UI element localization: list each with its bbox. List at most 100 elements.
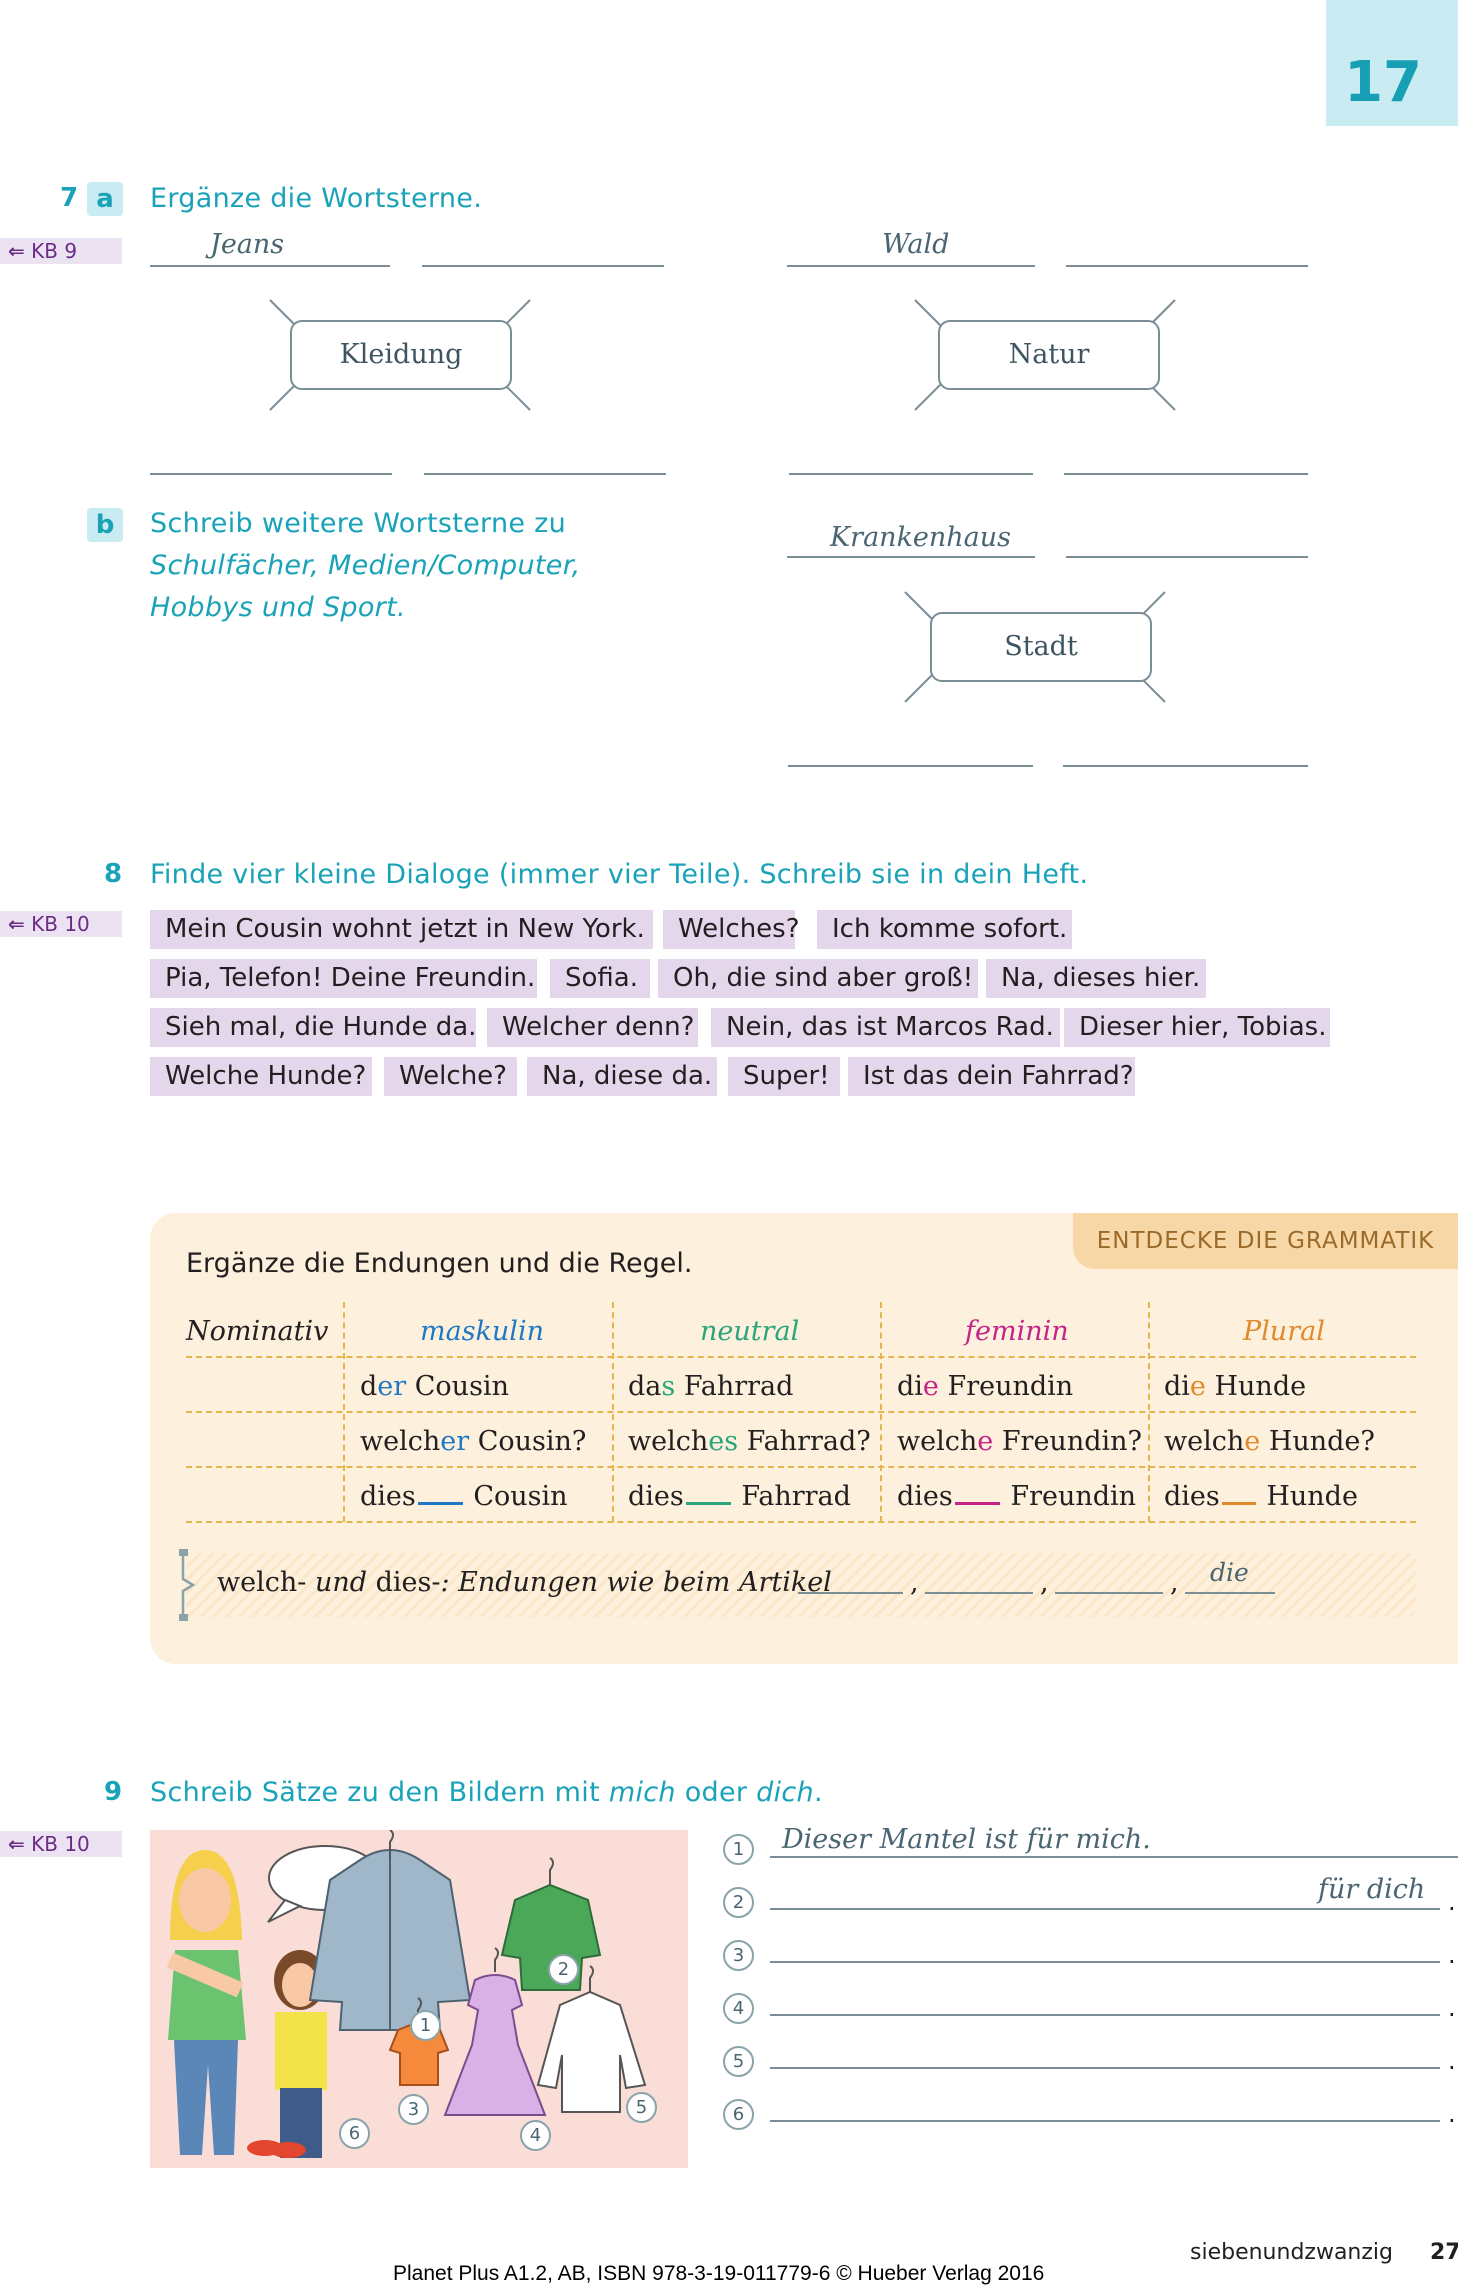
exercise-8-instruction: Finde vier kleine Dialoge (immer vier Te… — [150, 859, 1089, 890]
answer-number: 3 — [723, 1940, 754, 1971]
blank-neutral[interactable] — [685, 1502, 731, 1505]
answer-line-3[interactable] — [770, 1961, 1440, 1963]
rule-blank-3[interactable] — [1055, 1592, 1163, 1594]
dialog-chip[interactable]: Ich komme sofort. — [817, 910, 1072, 949]
picture-number-4: 4 — [520, 2120, 551, 2151]
cell-der-cousin: der Cousin — [360, 1371, 509, 1402]
star-stadt-line-4[interactable] — [1063, 765, 1308, 767]
rule-bracket-icon — [179, 1549, 196, 1621]
rule-blank-4[interactable] — [1185, 1592, 1275, 1594]
kb-ref-ex8[interactable]: ⇐ KB 10 — [0, 911, 122, 937]
answer-period: . — [1448, 1994, 1456, 2022]
answer-line-5[interactable] — [770, 2067, 1440, 2069]
blank-maskulin[interactable] — [417, 1502, 463, 1505]
answer-number: 2 — [723, 1887, 754, 1918]
dialog-chip[interactable]: Mein Cousin wohnt jetzt in New York. — [150, 910, 653, 949]
dialog-chip[interactable]: Welche? — [384, 1057, 517, 1096]
answer-line-2[interactable] — [770, 1908, 1440, 1910]
grammar-rule-strip — [186, 1553, 1416, 1617]
dialog-chip[interactable]: Dieser hier, Tobias. — [1064, 1008, 1330, 1047]
cell-dies-fahrrad[interactable]: dies Fahrrad — [628, 1481, 851, 1512]
page-number: 27 — [1430, 2240, 1458, 2265]
star-natur-line-1[interactable] — [787, 265, 1035, 267]
star-stadt-center: Stadt — [930, 612, 1152, 682]
chapter-number: 17 — [1344, 50, 1422, 115]
exercise-7b-instruction-line2: Schulfächer, Medien/Computer, — [150, 550, 581, 581]
answer-period: . — [1448, 2100, 1456, 2128]
kb-ref-ex9[interactable]: ⇐ KB 10 — [0, 1831, 122, 1857]
dialog-chip[interactable]: Super! — [728, 1057, 840, 1096]
rule-comma: , — [910, 1567, 919, 1598]
star-kleidung-line-3[interactable] — [150, 473, 392, 475]
cell-welche-freundin: welche Freundin? — [897, 1426, 1142, 1457]
blouse — [536, 1990, 647, 2113]
exercise-9-instruction: Schreib Sätze zu den Bildern mit mich od… — [150, 1777, 823, 1808]
answer-number: 6 — [723, 2099, 754, 2130]
answer-period: . — [1448, 2047, 1456, 2075]
cell-welcher-cousin: welcher Cousin? — [360, 1426, 587, 1457]
answer-number: 1 — [723, 1834, 754, 1865]
dialog-chip[interactable]: Welche Hunde? — [150, 1057, 372, 1096]
dress — [443, 1974, 547, 2116]
cell-welches-fahrrad: welches Fahrrad? — [628, 1426, 871, 1457]
answer-number: 4 — [723, 1993, 754, 2024]
star-kleidung-line-1[interactable] — [150, 265, 390, 267]
blank-plural[interactable] — [1221, 1502, 1256, 1505]
col-nominativ: Nominativ — [186, 1316, 329, 1347]
girl2-shirt — [275, 2012, 327, 2090]
col-maskulin: maskulin — [420, 1316, 544, 1347]
dialog-chip[interactable]: Na, diese da. — [527, 1057, 717, 1096]
grammar-table-divider — [612, 1302, 614, 1522]
grammar-table-rule — [186, 1356, 1416, 1358]
chapter-tab: 17 — [1326, 0, 1458, 126]
dialog-chip[interactable]: Sieh mal, die Hunde da. — [150, 1008, 476, 1047]
exercise-7b-badge: b — [87, 508, 123, 542]
exercise-7a-instruction: Ergänze die Wortsterne. — [150, 183, 483, 214]
star-kleidung-line-2[interactable] — [422, 265, 664, 267]
kb-ref-label: KB 9 — [31, 239, 78, 263]
dialog-chip[interactable]: Welcher denn? — [487, 1008, 698, 1047]
col-plural: Plural — [1243, 1316, 1325, 1347]
rule-blank-2[interactable] — [925, 1592, 1033, 1594]
picture-number-6: 6 — [339, 2118, 370, 2149]
answer-period: . — [1448, 1941, 1456, 1969]
star-natur-line-3[interactable] — [789, 473, 1033, 475]
cell-dies-freundin[interactable]: dies Freundin — [897, 1481, 1137, 1512]
col-feminin: feminin — [965, 1316, 1069, 1347]
star-natur-line-4[interactable] — [1064, 473, 1308, 475]
cell-die-hunde: die Hunde — [1164, 1371, 1307, 1402]
exercise-9-number: 9 — [104, 1777, 123, 1807]
grammar-table-divider — [880, 1302, 882, 1522]
star-stadt-line-2[interactable] — [1066, 556, 1308, 558]
grammar-table-divider — [1148, 1302, 1150, 1522]
footer-copyright: Planet Plus A1.2, AB, ISBN 978-3-19-0117… — [393, 2262, 1045, 2285]
dialog-chip[interactable]: Pia, Telefon! Deine Freundin. — [150, 959, 537, 998]
picture-number-5: 5 — [626, 2092, 657, 2123]
star-stadt-line-3[interactable] — [788, 765, 1033, 767]
dialog-chip[interactable]: Sofia. — [550, 959, 650, 998]
answer-line-4[interactable] — [770, 2014, 1440, 2016]
dialog-chip[interactable]: Nein, das ist Marcos Rad. — [711, 1008, 1060, 1047]
blank-feminin[interactable] — [954, 1502, 1000, 1505]
answer-line-1[interactable] — [770, 1856, 1458, 1858]
cell-dies-cousin[interactable]: dies Cousin — [360, 1481, 568, 1512]
answer-line-6[interactable] — [770, 2120, 1440, 2122]
cell-welche-hunde: welche Hunde? — [1164, 1426, 1375, 1457]
dialog-chip[interactable]: Welches? — [663, 910, 800, 949]
dialog-chip[interactable]: Ist das dein Fahrrad? — [848, 1057, 1135, 1096]
star-natur-line-2[interactable] — [1066, 265, 1308, 267]
kb-ref-ex7[interactable]: ⇐ KB 9 — [0, 238, 122, 264]
picture-number-1: 1 — [410, 2010, 441, 2041]
dialog-chip[interactable]: Na, dieses hier. — [986, 959, 1206, 998]
answer-period: . — [1448, 1888, 1456, 1916]
kb-ref-label: KB 10 — [31, 1832, 90, 1856]
rule-blank-1[interactable] — [798, 1592, 903, 1594]
exercise-8-number: 8 — [104, 859, 123, 889]
star-kleidung-line-4[interactable] — [424, 473, 666, 475]
star-stadt-line-1[interactable] — [787, 556, 1035, 558]
dialog-chip[interactable]: Oh, die sind aber groß! — [658, 959, 978, 998]
rule-answer: die — [1210, 1558, 1249, 1587]
cell-dies-hunde[interactable]: dies Hunde — [1164, 1481, 1358, 1512]
girl-jeans — [174, 2040, 238, 2155]
rule-comma: , — [1040, 1567, 1049, 1598]
